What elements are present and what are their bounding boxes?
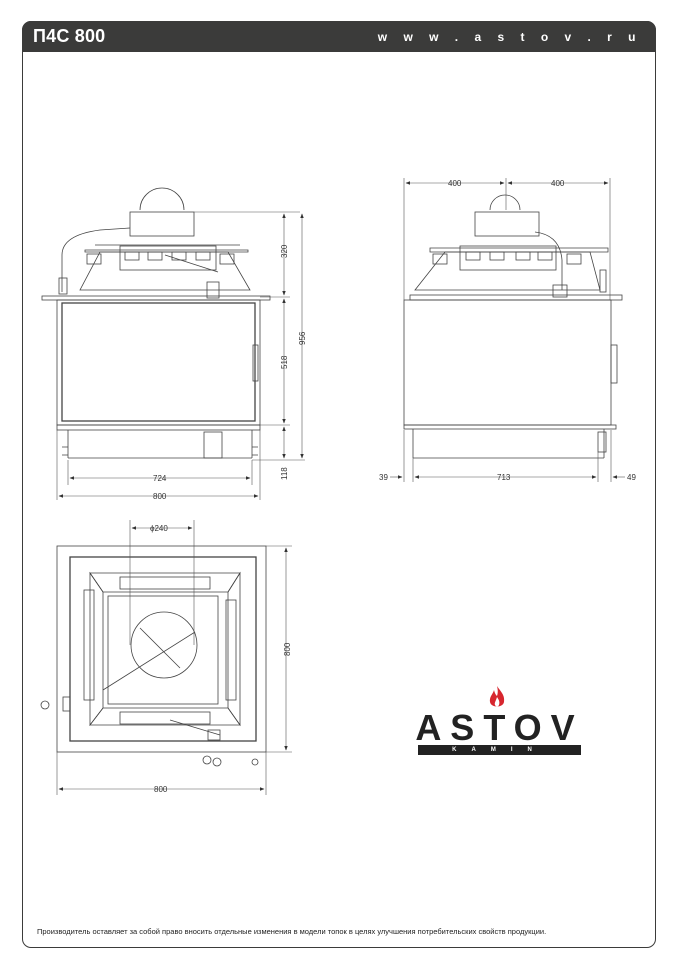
- dim-400-left: 400: [448, 179, 462, 188]
- top-view-drawing: [40, 545, 267, 767]
- footer-disclaimer: Производитель оставляет за собой право в…: [37, 927, 547, 936]
- page-header: П4С 800 w w w . a s t o v . r u: [22, 21, 656, 52]
- logo-brand: ASTOV: [415, 707, 584, 748]
- astov-logo: ASTOV KAMIN: [412, 685, 592, 755]
- dim-956: 956: [298, 331, 307, 345]
- dim-39: 39: [379, 473, 388, 482]
- flame-icon: [489, 686, 505, 707]
- front-view-drawing: [41, 187, 271, 459]
- side-view-drawing: [403, 194, 623, 459]
- dim-depth-800: 800: [283, 642, 292, 656]
- front-view-dimensions: [56, 211, 305, 500]
- dim-724: 724: [153, 474, 167, 483]
- website-link[interactable]: w w w . a s t o v . r u: [377, 30, 642, 44]
- dim-400-right: 400: [551, 179, 565, 188]
- model-title: П4С 800: [33, 26, 106, 46]
- top-view-dimensions: [56, 520, 292, 795]
- dim-518: 518: [280, 355, 289, 369]
- dim-320: 320: [280, 244, 289, 258]
- dim-713: 713: [497, 473, 511, 482]
- dim-49: 49: [627, 473, 636, 482]
- dim-width-800: 800: [154, 785, 168, 794]
- side-view-dimensions: [390, 178, 625, 482]
- logo-subtitle: KAMIN: [418, 745, 581, 755]
- dim-800: 800: [153, 492, 167, 501]
- dim-118: 118: [280, 467, 289, 480]
- dim-flue-diameter: ϕ240: [150, 524, 168, 533]
